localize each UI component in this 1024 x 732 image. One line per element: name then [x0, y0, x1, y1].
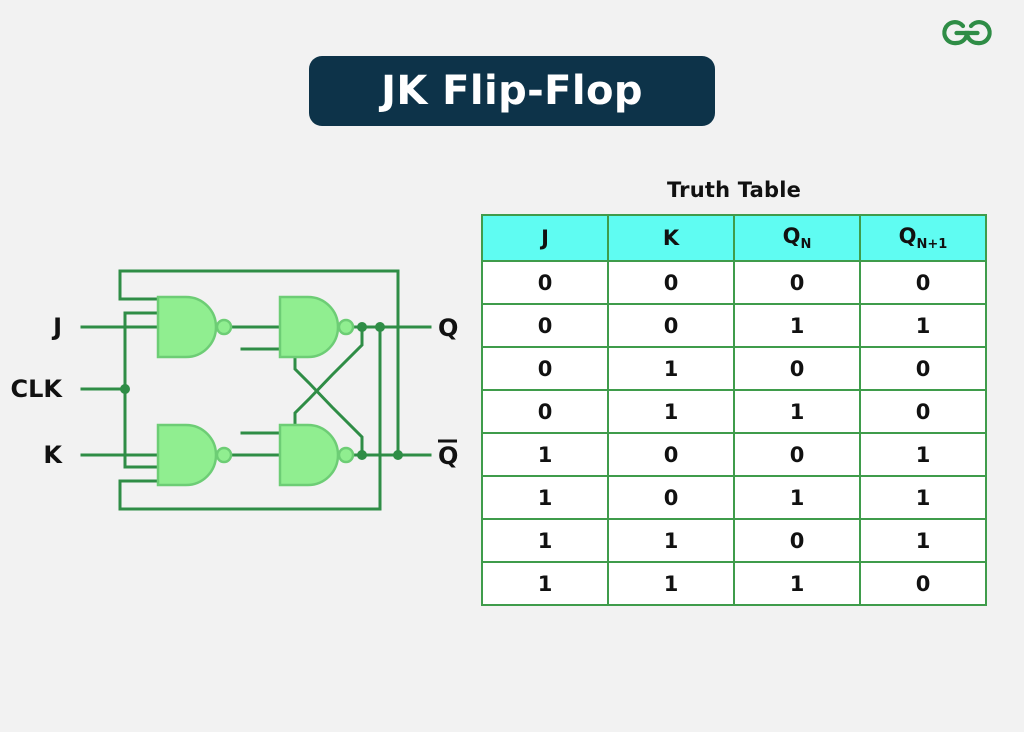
truth-table-col-header: QN: [733, 214, 861, 262]
junction-q-bus: [375, 322, 385, 332]
truth-table-col-header: J: [481, 214, 609, 262]
input-label-j: J: [51, 313, 62, 341]
circuit-gates: [156, 295, 355, 487]
page-title: JK Flip-Flop: [381, 68, 643, 114]
truth-table-cell: 1: [481, 432, 609, 477]
col-header-base: Q: [898, 223, 917, 248]
truth-table-cell: 0: [733, 260, 861, 305]
truth-table-cell: 1: [607, 518, 735, 563]
nand-gate-2-bubble: [337, 318, 355, 336]
col-header-subscript: N+1: [916, 237, 948, 253]
output-label-qbar: Q: [438, 442, 458, 470]
truth-table-cell: 1: [733, 389, 861, 434]
truth-table-cell: 1: [859, 475, 987, 520]
truth-table-cell: 0: [481, 260, 609, 305]
circuit-junctions: [120, 322, 403, 460]
geeksforgeeks-logo[interactable]: [936, 12, 998, 54]
truth-table-cell: 1: [859, 518, 987, 563]
col-header-subscript: N: [800, 237, 812, 253]
nand-gate-1-bubble: [215, 318, 233, 336]
wire-feedback-qbar-to-nand1: [118, 269, 400, 457]
truth-table-col-header: K: [607, 214, 735, 262]
truth-table-cell: 0: [859, 260, 987, 305]
truth-table-cell: 0: [859, 389, 987, 434]
nand-gate-2: [278, 295, 355, 359]
junction-qbar-cross: [357, 450, 367, 460]
truth-table-cell: 0: [733, 518, 861, 563]
nand-gate-3-bubble: [215, 446, 233, 464]
truth-table-cell: 1: [859, 303, 987, 348]
page-title-banner: JK Flip-Flop: [309, 56, 715, 126]
col-header-base: J: [541, 226, 549, 250]
truth-table-cell: 1: [481, 561, 609, 606]
truth-table-cell: 1: [859, 432, 987, 477]
truth-table-cell: 0: [859, 561, 987, 606]
truth-table-cell: 0: [607, 260, 735, 305]
truth-table-cell: 0: [859, 346, 987, 391]
junction-q-cross: [357, 322, 367, 332]
truth-table-cell: 1: [607, 389, 735, 434]
truth-table-cell: 1: [481, 518, 609, 563]
truth-table-cell: 0: [481, 303, 609, 348]
truth-table-cell: 0: [733, 432, 861, 477]
circuit-wires: [80, 269, 432, 511]
junction-qbar-bus: [393, 450, 403, 460]
nand-gate-4: [278, 423, 355, 487]
truth-table-cell: 0: [607, 303, 735, 348]
truth-table-cell: 0: [481, 346, 609, 391]
truth-table-cell: 1: [607, 346, 735, 391]
truth-table-cell: 0: [607, 475, 735, 520]
junction-clk: [120, 384, 130, 394]
truth-table-cell: 1: [733, 303, 861, 348]
nand-gate-3: [156, 423, 233, 487]
nand-gate-1: [156, 295, 233, 359]
truth-table-cell: 0: [481, 389, 609, 434]
truth-table-cell: 1: [733, 475, 861, 520]
truth-table-cell: 1: [607, 561, 735, 606]
input-label-clk: CLK: [10, 375, 63, 403]
col-header-base: Q: [782, 223, 801, 248]
input-label-k: K: [43, 441, 63, 469]
truth-table-col-header: QN+1: [859, 214, 987, 262]
truth-table-cell: 0: [607, 432, 735, 477]
truth-table-cell: 1: [733, 561, 861, 606]
nand-gate-4-bubble: [337, 446, 355, 464]
col-header-base: K: [662, 226, 680, 250]
truth-table-caption: Truth Table: [666, 178, 802, 202]
truth-table-cell: 1: [481, 475, 609, 520]
output-label-q: Q: [438, 314, 458, 342]
wire-feedback-q-to-nand3: [118, 325, 382, 511]
jk-flip-flop-circuit-diagram: J CLK K Q Q: [10, 269, 458, 511]
truth-table-cell: 0: [733, 346, 861, 391]
